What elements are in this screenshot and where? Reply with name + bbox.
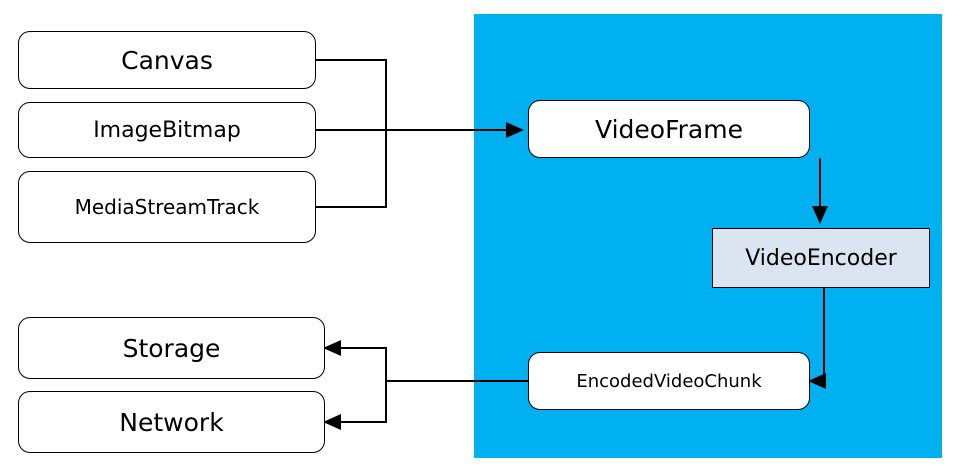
edge-videoencoder-to-encodedvideochunk (808, 288, 826, 389)
node-network[interactable]: Network (18, 391, 325, 453)
node-videoencoder-label: VideoEncoder (745, 245, 897, 271)
node-storage[interactable]: Storage (18, 317, 325, 379)
node-canvas[interactable]: Canvas (18, 31, 316, 89)
node-mediastreamtrack[interactable]: MediaStreamTrack (18, 171, 316, 243)
node-imagebitmap-label: ImageBitmap (93, 117, 241, 143)
edge-encodedvideochunk-to-storage (323, 340, 528, 382)
node-mediastreamtrack-label: MediaStreamTrack (74, 195, 260, 219)
node-canvas-label: Canvas (121, 45, 213, 75)
edge-encodedvideochunk-to-network (323, 381, 387, 430)
node-storage-label: Storage (122, 333, 221, 363)
node-videoframe[interactable]: VideoFrame (528, 100, 810, 158)
node-encodedvideochunk-label: EncodedVideoChunk (576, 370, 762, 392)
edge-mediastreamtrack-to-bus (316, 130, 387, 208)
node-network-label: Network (119, 407, 224, 437)
edge-canvas-to-bus (316, 59, 387, 130)
node-imagebitmap[interactable]: ImageBitmap (18, 102, 316, 158)
node-videoencoder[interactable]: VideoEncoder (712, 228, 930, 288)
node-videoframe-label: VideoFrame (595, 114, 743, 144)
node-encodedvideochunk[interactable]: EncodedVideoChunk (528, 352, 810, 410)
